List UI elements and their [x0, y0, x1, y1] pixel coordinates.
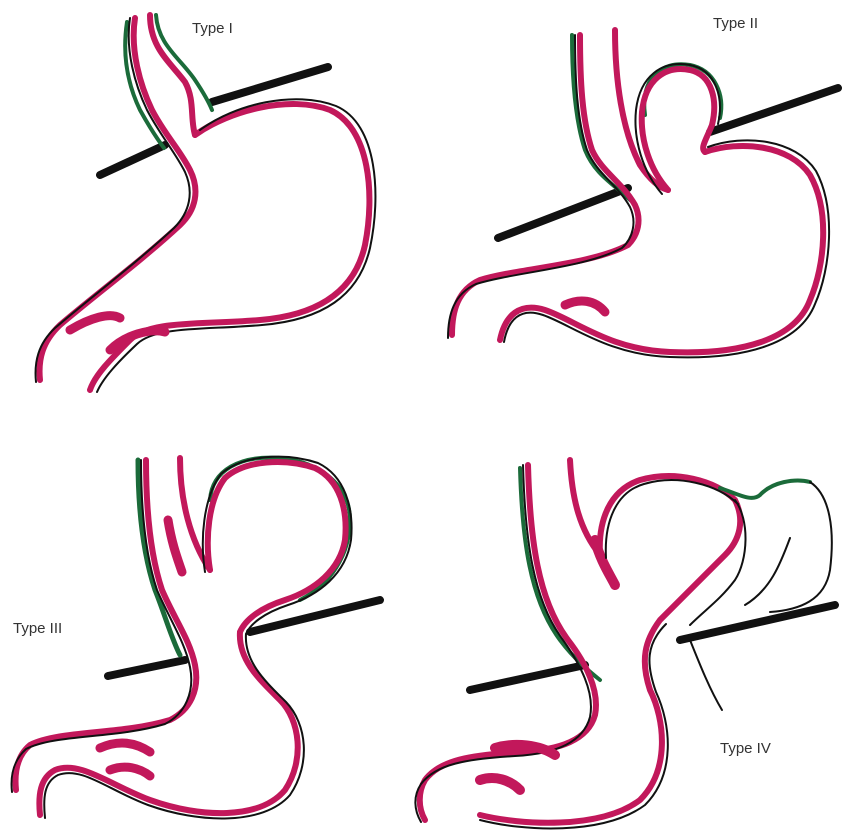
type4-fundus-wall [480, 476, 740, 823]
type3-hernia-fundus-outline [203, 457, 352, 634]
type4-colon-outline [690, 482, 832, 625]
type2-esophagus-left-outline [448, 35, 633, 338]
type1-label: Type I [192, 20, 233, 37]
type2-label: Type II [713, 15, 758, 32]
type2-pylorus-bulge [565, 301, 605, 312]
type4-colon-lower-outline [690, 640, 722, 710]
type2-greater-curvature-outline [504, 140, 829, 357]
type3-figure [12, 457, 380, 819]
type3-diaphragm [108, 600, 380, 676]
type3-hernia-fundus-wall [208, 462, 346, 632]
type2-hernia-sac-wall [642, 69, 714, 190]
type3-pylorus-bulge [100, 743, 150, 776]
type3-gej-bulge [168, 520, 182, 572]
type4-fundus-outline [606, 480, 738, 558]
type1-pylorus-bulge [70, 316, 165, 350]
type4-label: Type IV [720, 740, 771, 757]
type3-label: Type III [13, 620, 62, 637]
type2-diaphragm [498, 88, 838, 238]
type1-greater-curvature-outline [97, 99, 375, 392]
type1-figure [36, 15, 376, 392]
type1-greater-curvature-wall [90, 104, 369, 390]
type4-esophagus-left-outline [415, 465, 591, 822]
type2-figure [448, 30, 838, 357]
type4-figure [415, 460, 835, 828]
